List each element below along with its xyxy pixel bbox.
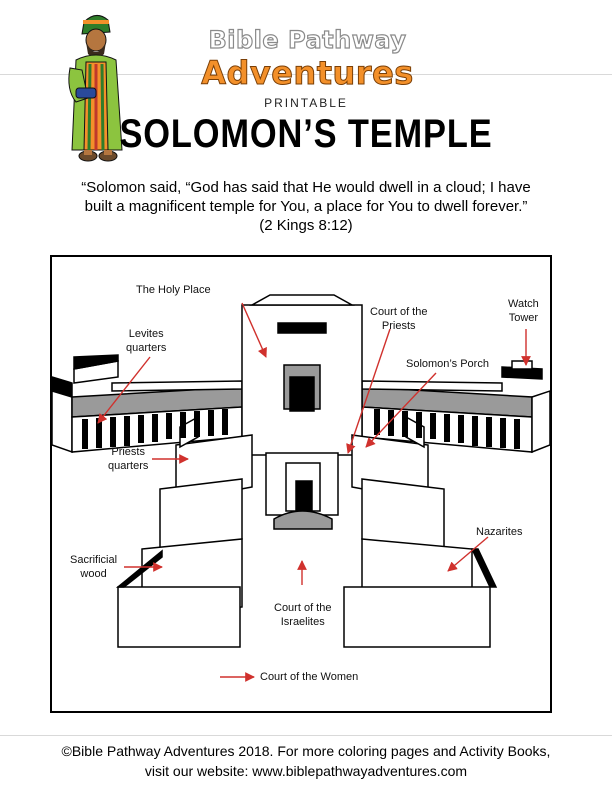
footer: ©Bible Pathway Adventures 2018. For more…: [0, 741, 612, 781]
label-watch-tower: Watch Tower: [508, 298, 539, 324]
footer-divider: [0, 735, 612, 736]
quote-line-2: built a magnificent temple for You, a pl…: [84, 198, 528, 215]
temple-diagram: The Holy Place Court of the Priests Watc…: [50, 255, 552, 713]
page-title: SOLOMON’S TEMPLE: [119, 112, 493, 156]
printable-label: PRINTABLE: [264, 96, 348, 110]
label-arrows: [97, 302, 531, 682]
colonnade-pillars: [82, 409, 520, 449]
scripture-quote: “Solomon said, “God has said that He wou…: [40, 178, 572, 235]
logo-text-line1: Bible Pathway: [208, 25, 407, 54]
header-divider: [0, 74, 612, 75]
label-holy-place: The Holy Place: [136, 284, 211, 296]
footer-line-2: visit our website: www.biblepathwayadven…: [144, 763, 468, 779]
label-court-of-the-priests: Court of the Priests: [370, 306, 428, 332]
label-solomons-porch: Solomon’s Porch: [406, 358, 489, 370]
temple-drawing: [52, 294, 550, 682]
label-court-of-the-israelites: Court of the Israelites: [274, 602, 332, 628]
label-priests-quarters: Priests quarters: [108, 446, 149, 472]
biblical-figure-illustration: [62, 10, 132, 172]
quote-line-1: “Solomon said, “God has said that He wou…: [81, 179, 531, 196]
quote-reference: (2 Kings 8:12): [259, 217, 353, 234]
label-nazarites: Nazarites: [476, 526, 523, 538]
label-sacrificial-wood: Sacrificial wood: [70, 554, 118, 580]
brand-logo: Bible Pathway Adventures: [200, 20, 415, 108]
label-court-of-the-women: Court of the Women: [260, 671, 359, 683]
logo-text-line2: Adventures: [201, 54, 414, 93]
label-levites-quarters: Levites quarters: [126, 328, 167, 354]
footer-line-1: ©Bible Pathway Adventures 2018. For more…: [61, 743, 551, 759]
